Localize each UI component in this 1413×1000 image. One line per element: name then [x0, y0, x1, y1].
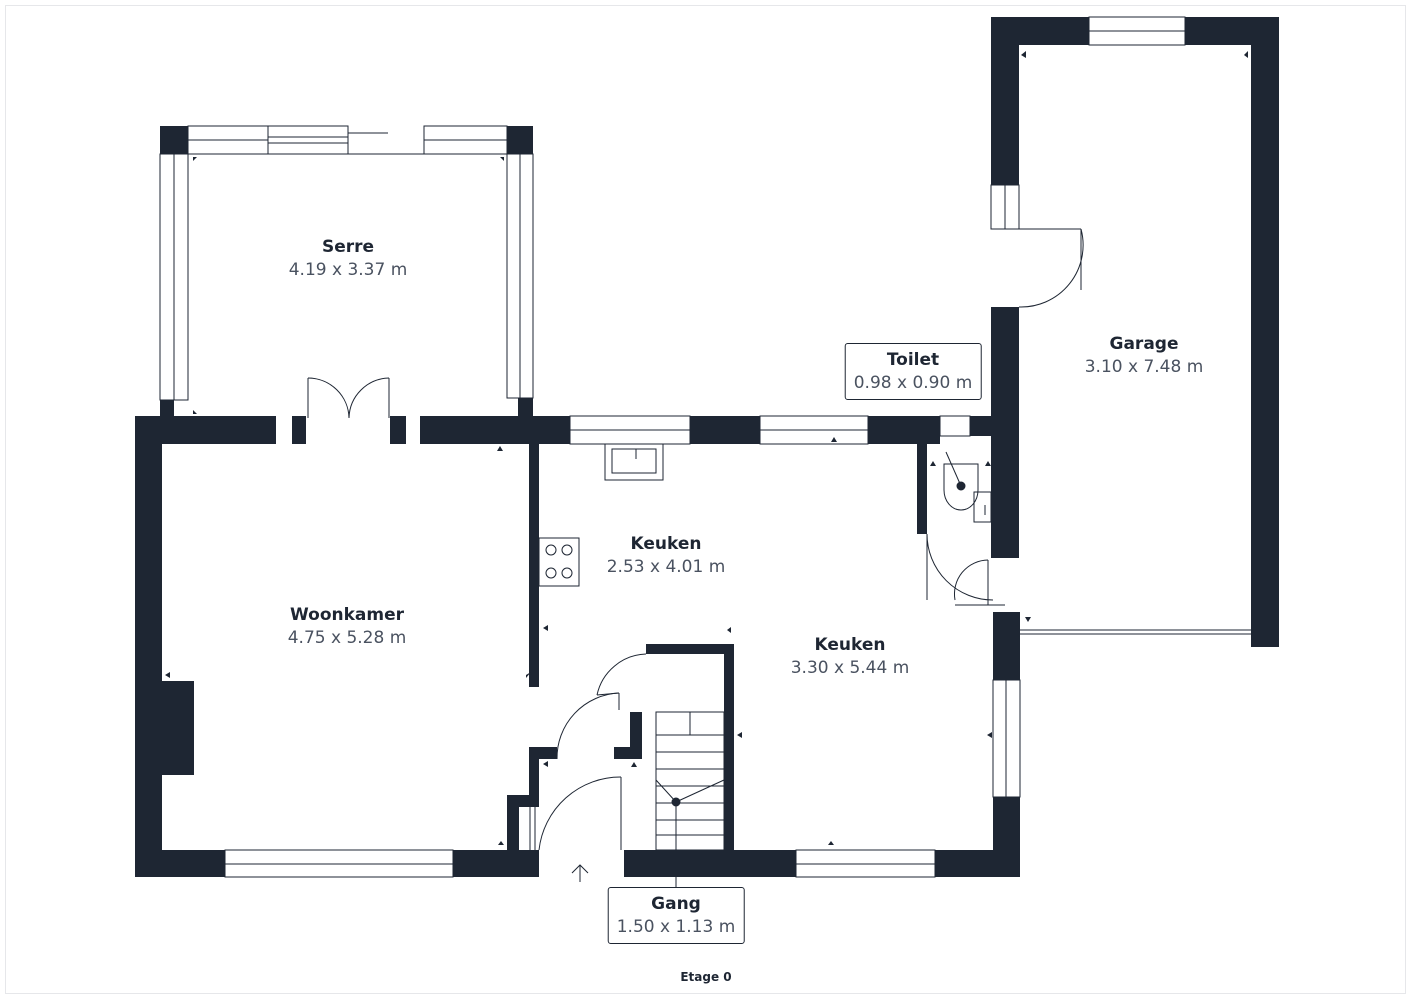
fixtures — [538, 443, 992, 882]
room-label-serre: Serre 4.19 x 3.37 m — [289, 236, 408, 282]
room-label-garage: Garage 3.10 x 7.48 m — [1085, 333, 1204, 379]
room-name: Serre — [321, 237, 375, 257]
walls — [135, 17, 1279, 877]
room-name: Keuken — [814, 635, 886, 655]
room-label-gang: Gang 1.50 x 1.13 m — [607, 887, 745, 944]
toilet-icon — [943, 451, 992, 523]
room-name: Gang — [651, 894, 701, 914]
page-frame — [5, 5, 1406, 994]
room-label-keuken-1: Keuken 2.53 x 4.01 m — [607, 533, 726, 579]
room-label-woonkamer: Woonkamer 4.75 x 5.28 m — [288, 604, 407, 650]
stairs-icon — [655, 711, 725, 888]
room-size: 2.53 x 4.01 m — [606, 557, 726, 577]
stove-icon — [538, 537, 580, 587]
room-label-toilet: Toilet 0.98 x 0.90 m — [844, 343, 982, 400]
room-name: Keuken — [630, 534, 702, 554]
dimension-markers — [165, 51, 1248, 845]
door-swings — [307, 228, 1084, 851]
room-size: 4.19 x 3.37 m — [288, 260, 408, 280]
room-size: 3.10 x 7.48 m — [1084, 357, 1204, 377]
room-name: Garage — [1109, 334, 1179, 354]
room-size: 3.30 x 5.44 m — [790, 658, 910, 678]
windows-and-openings — [159, 16, 1251, 878]
room-size: 1.50 x 1.13 m — [616, 917, 736, 937]
room-size: 0.98 x 0.90 m — [853, 373, 973, 393]
room-label-keuken-2: Keuken 3.30 x 5.44 m — [791, 634, 910, 680]
entrance-arrow-icon — [571, 864, 589, 882]
room-name: Woonkamer — [289, 605, 405, 625]
room-size: 4.75 x 5.28 m — [287, 628, 407, 648]
floor-label: Etage 0 — [680, 970, 732, 984]
sink-icon — [604, 443, 664, 481]
room-name: Toilet — [886, 350, 940, 370]
